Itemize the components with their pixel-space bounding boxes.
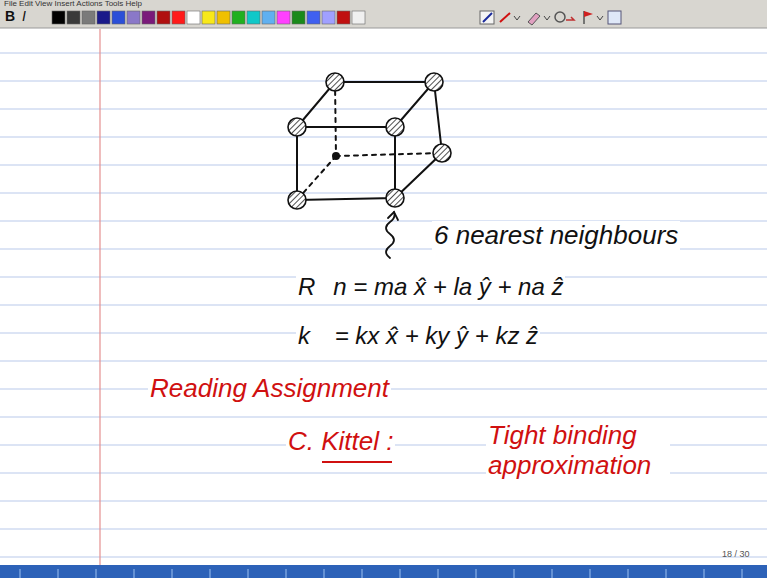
tick: [590, 569, 591, 578]
tick: [628, 569, 629, 578]
tick: [96, 569, 97, 578]
tick: [476, 569, 477, 578]
tick: [742, 569, 743, 578]
tick: [362, 569, 363, 578]
tick: [210, 569, 211, 578]
reference-topic: Tight binding approximation: [486, 421, 670, 481]
tool-icons: [480, 11, 621, 25]
ruled-line: [0, 165, 767, 166]
tick: [324, 569, 325, 578]
equation: R⃗n = ma x̂ + la ŷ + na ẑ: [296, 273, 565, 301]
tick: [248, 569, 249, 578]
tick: [400, 569, 401, 578]
tick: [20, 569, 21, 578]
ruled-line: [0, 417, 767, 418]
color-swatch: [292, 11, 305, 24]
ruled-lines: [0, 53, 767, 557]
ruled-line: [0, 109, 767, 110]
color-swatch: [247, 11, 260, 24]
color-swatch: [217, 11, 230, 24]
color-swatch: [112, 11, 125, 24]
ruled-line: [0, 501, 767, 502]
bold-button: B: [5, 8, 15, 24]
squiggle-arrow: [386, 212, 398, 258]
ruled-line: [0, 557, 767, 558]
tick: [286, 569, 287, 578]
menu-bar: File Edit View Insert Actions Tools Help: [4, 0, 142, 8]
color-swatch: [187, 11, 200, 24]
ruled-line: [0, 361, 767, 362]
color-swatch: [352, 11, 365, 24]
status-bar: [0, 565, 767, 578]
tick: [704, 569, 705, 578]
color-swatch: [82, 11, 95, 24]
color-swatch: [52, 11, 65, 24]
tick: [514, 569, 515, 578]
color-swatch: [127, 11, 140, 24]
cubic-lattice: [288, 73, 451, 209]
italic-button: I: [22, 8, 26, 24]
reference-author: C. Kittel :: [286, 427, 395, 457]
ruled-line: [0, 53, 767, 54]
page-number: 18 / 30: [722, 549, 750, 559]
color-swatch: [67, 11, 80, 24]
ruled-line: [0, 137, 767, 138]
color-swatch: [97, 11, 110, 24]
tick: [58, 569, 59, 578]
color-swatch: [172, 11, 185, 24]
margin-line: [99, 29, 100, 565]
toolbar: [0, 0, 767, 28]
underline: [322, 461, 392, 463]
ruled-line: [0, 193, 767, 194]
tick: [666, 569, 667, 578]
tick: [552, 569, 553, 578]
scroll-ticks: [20, 569, 742, 578]
color-swatches: [52, 11, 365, 24]
color-swatch: [307, 11, 320, 24]
equation: k⃗ = kx x̂ + ky ŷ + kz ẑ: [296, 322, 540, 350]
tick: [438, 569, 439, 578]
note-text: 6 nearest neighbours: [432, 221, 680, 251]
color-swatch: [277, 11, 290, 24]
ruled-line: [0, 529, 767, 530]
ruled-line: [0, 305, 767, 306]
heading: Reading Assignment: [148, 374, 391, 404]
color-swatch: [322, 11, 335, 24]
tick: [134, 569, 135, 578]
color-swatch: [157, 11, 170, 24]
color-swatch: [202, 11, 215, 24]
color-swatch: [232, 11, 245, 24]
tick: [172, 569, 173, 578]
color-swatch: [337, 11, 350, 24]
color-swatch: [262, 11, 275, 24]
color-swatch: [142, 11, 155, 24]
